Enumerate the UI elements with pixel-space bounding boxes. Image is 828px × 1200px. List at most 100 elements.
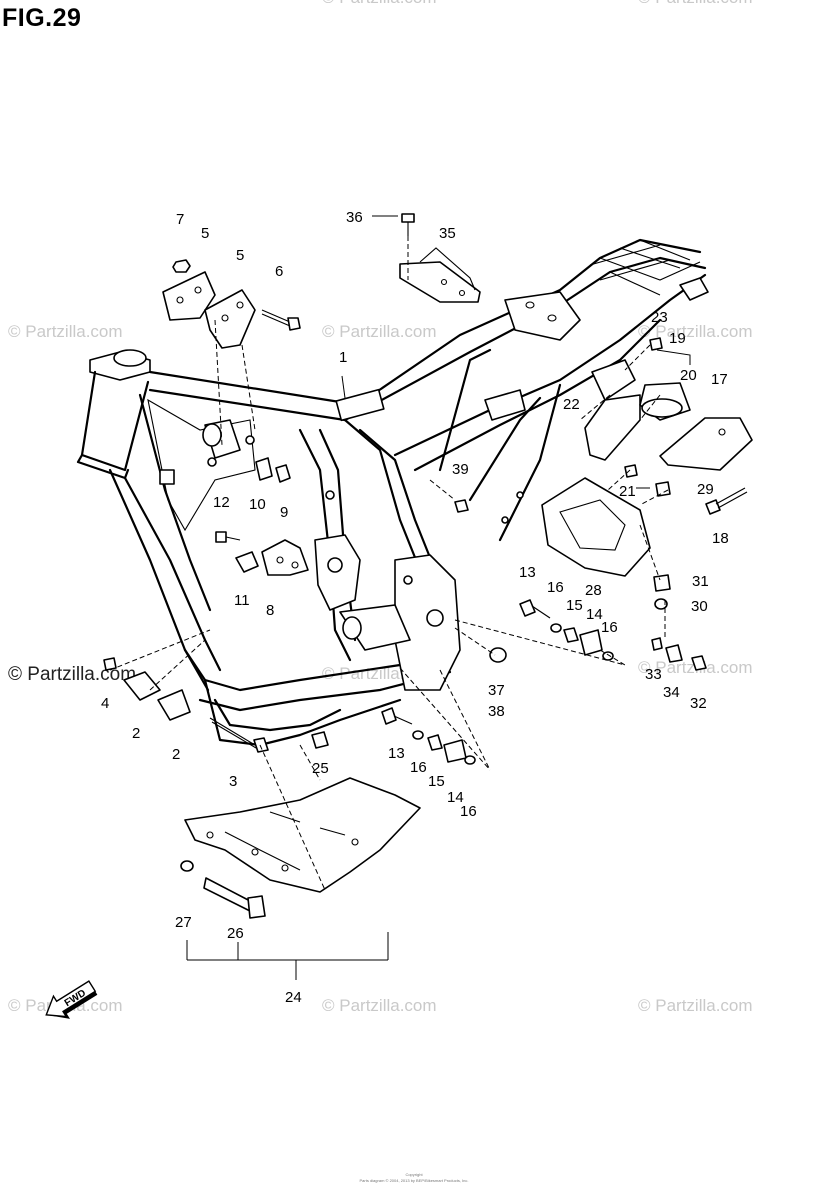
washer-16-lower — [412, 730, 424, 740]
collar-15-upper — [563, 627, 579, 643]
callout-35: 35 — [439, 225, 456, 242]
callout-10: 10 — [249, 496, 266, 513]
cap-39 — [454, 499, 469, 513]
figure-title: FIG.29 — [2, 4, 82, 32]
callout-16: 16 — [410, 759, 427, 776]
nut-30 — [654, 598, 668, 610]
callout-3: 3 — [229, 773, 237, 790]
bolt-25 — [311, 731, 329, 749]
callout-15: 15 — [566, 597, 583, 614]
collar-34 — [665, 644, 683, 663]
bushing-14-upper — [579, 629, 603, 656]
watermark: © Partzilla.com — [322, 322, 437, 341]
callout-25: 25 — [312, 760, 329, 777]
callout-26: 26 — [227, 925, 244, 942]
nut-4 — [103, 657, 117, 671]
watermark: © Partzilla.com — [8, 322, 123, 341]
callout-13: 13 — [388, 745, 405, 762]
watermark: © Partzilla.com — [322, 0, 437, 8]
callout-23: 23 — [651, 309, 668, 326]
bolt-29 — [655, 481, 671, 497]
collar-10 — [255, 457, 273, 481]
bolt-21 — [624, 464, 638, 478]
callout-22: 22 — [563, 396, 580, 413]
callout-33: 33 — [645, 666, 662, 683]
callout-39: 39 — [452, 461, 469, 478]
callout-16: 16 — [460, 803, 477, 820]
callout-14: 14 — [586, 606, 603, 623]
callout-7: 7 — [176, 211, 184, 228]
callout-20: 20 — [680, 367, 697, 384]
bolt-32 — [691, 655, 707, 671]
rubber-ring-20 — [639, 382, 691, 421]
clamp-11 — [235, 551, 259, 573]
grommet-31 — [653, 574, 671, 592]
washer-16-upper — [550, 623, 562, 633]
bolt-13-upper — [519, 599, 551, 619]
watermark: © Partzilla.com — [322, 996, 437, 1015]
watermark: © Partzilla.com — [638, 996, 753, 1015]
bracket-2-right — [157, 689, 191, 721]
engine-mount-plate-right — [204, 289, 256, 349]
watermark: © Partzilla.com — [8, 664, 137, 685]
washer-16-lower-b — [464, 755, 476, 765]
callout-24: 24 — [285, 989, 302, 1006]
callout-5: 5 — [236, 247, 244, 264]
cap-37 — [489, 647, 507, 663]
callout-16: 16 — [601, 619, 618, 636]
callout-28: 28 — [585, 582, 602, 599]
callout-27: 27 — [175, 914, 192, 931]
callout-15: 15 — [428, 773, 445, 790]
callout-21: 21 — [619, 483, 636, 500]
callout-5: 5 — [201, 225, 209, 242]
engine-mount-plate-left — [162, 271, 216, 321]
callout-14: 14 — [447, 789, 464, 806]
callout-17: 17 — [711, 371, 728, 388]
callout-36: 36 — [346, 209, 363, 226]
callout-2: 2 — [132, 725, 140, 742]
bolt-6 — [261, 309, 301, 331]
watermark: © Partzilla.com — [638, 322, 753, 341]
copyright-footer: Copyright — [405, 1172, 423, 1177]
bolt-26 — [203, 877, 266, 919]
callout-6: 6 — [275, 263, 283, 280]
callout-29: 29 — [697, 481, 714, 498]
callout-19: 19 — [669, 330, 686, 347]
bushing-14-lower — [443, 739, 467, 763]
callout-32: 32 — [690, 695, 707, 712]
callout-11: 11 — [234, 592, 250, 609]
bolt-3 — [209, 717, 269, 753]
callout-2: 2 — [172, 746, 180, 763]
collar-15-lower — [427, 734, 443, 751]
bolt-9 — [275, 464, 291, 483]
bolt-23 — [649, 337, 663, 351]
bracket-22 — [584, 359, 641, 461]
skid-plate-24 — [184, 777, 421, 893]
callout-38: 38 — [488, 703, 505, 720]
bolt-12 — [215, 531, 227, 543]
callout-34: 34 — [663, 684, 680, 701]
washer-16-upper-b — [602, 651, 614, 661]
callout-37: 37 — [488, 682, 505, 699]
callout-12: 12 — [213, 494, 230, 511]
callout-13: 13 — [519, 564, 536, 581]
bolt-13-lower — [381, 707, 413, 725]
callout-8: 8 — [266, 602, 274, 619]
cover-17 — [659, 417, 753, 471]
callout-30: 30 — [691, 598, 708, 615]
callout-31: 31 — [692, 573, 709, 590]
bracket-8 — [261, 539, 309, 576]
callout-1: 1 — [339, 349, 347, 366]
callout-4: 4 — [101, 695, 109, 712]
washer-27 — [180, 860, 194, 872]
copyright-footer-detail: Parts diagram © 2004, 2013 by BEP/Bikesm… — [359, 1178, 469, 1183]
washer-33 — [651, 637, 663, 651]
main-frame — [76, 238, 709, 747]
callout-9: 9 — [280, 504, 288, 521]
bolt-18 — [705, 487, 748, 515]
fwd-arrow-icon: FWD — [45, 980, 98, 1019]
callout-18: 18 — [712, 530, 729, 547]
nut-7 — [172, 259, 191, 273]
cover-28 — [541, 477, 651, 577]
